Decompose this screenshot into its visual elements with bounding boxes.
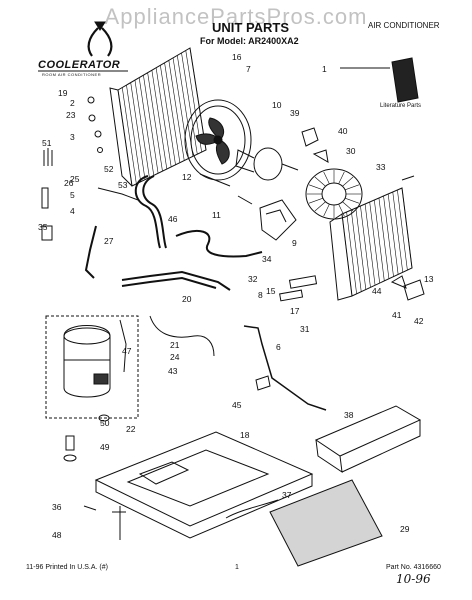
callout-10: 10 xyxy=(272,100,282,110)
product-type: AIR CONDITIONER xyxy=(368,21,440,30)
callout-32: 32 xyxy=(248,274,258,284)
callout-27: 27 xyxy=(104,236,114,246)
callout-21: 21 xyxy=(170,340,180,350)
page-number: 1 xyxy=(235,564,239,571)
callout-50: 50 xyxy=(100,418,110,428)
callout-13: 13 xyxy=(424,274,434,284)
watermark: AppliancePartsPros.com xyxy=(104,4,368,29)
callout-53: 53 xyxy=(118,180,128,190)
callout-43: 43 xyxy=(168,366,178,376)
callout-37: 37 xyxy=(282,490,292,500)
callout-44: 44 xyxy=(372,286,382,296)
callout-31: 31 xyxy=(300,324,310,334)
print-date: 11-96 Printed In U.S.A. (#) xyxy=(26,564,108,571)
callout-30: 30 xyxy=(346,146,356,156)
callout-33: 33 xyxy=(376,162,386,172)
power-cord xyxy=(225,499,279,519)
callout-11: 11 xyxy=(212,210,221,220)
callout-41: 41 xyxy=(392,310,402,320)
callout-1: 1 xyxy=(322,64,327,74)
evaporator-coil xyxy=(329,187,413,301)
part-number: Part No. 4316660 xyxy=(386,564,441,571)
callout-17: 17 xyxy=(290,306,300,316)
callout-25: 25 xyxy=(70,174,80,184)
brand-tagline: ROOM AIR CONDITIONER xyxy=(42,72,102,77)
callout-labels: 1234567891011121315161718192021222324252… xyxy=(38,52,434,540)
callout-39: 39 xyxy=(290,108,300,118)
callout-51: 51 xyxy=(42,138,52,148)
callout-24: 24 xyxy=(170,352,180,362)
callout-47: 47 xyxy=(122,346,132,356)
callout-22: 22 xyxy=(126,424,136,434)
callout-36: 36 xyxy=(52,502,62,512)
blower-wheel xyxy=(305,168,363,220)
air-filter xyxy=(269,479,383,567)
service-tube xyxy=(243,325,327,411)
callout-16: 16 xyxy=(232,52,242,62)
base-pan xyxy=(94,431,314,539)
page-title: UNIT PARTS xyxy=(212,20,290,35)
callout-46: 46 xyxy=(168,214,178,224)
callout-6: 6 xyxy=(276,342,281,352)
callout-34: 34 xyxy=(262,254,272,264)
callout-2: 2 xyxy=(70,98,75,108)
callout-9: 9 xyxy=(292,238,297,248)
callout-15: 15 xyxy=(266,286,276,296)
coolerator-logo xyxy=(38,21,128,72)
callout-49: 49 xyxy=(100,442,110,452)
control-bracket xyxy=(314,405,422,474)
callout-38: 38 xyxy=(344,410,354,420)
callout-5: 5 xyxy=(70,190,75,200)
callout-45: 45 xyxy=(232,400,242,410)
wire-harness xyxy=(119,315,215,373)
callout-35: 35 xyxy=(38,222,48,232)
compressor xyxy=(45,315,139,419)
motor-mount xyxy=(259,199,297,241)
callout-52: 52 xyxy=(104,164,114,174)
callout-18: 18 xyxy=(240,430,250,440)
fan-motor xyxy=(235,147,299,181)
callout-48: 48 xyxy=(52,530,62,540)
literature-parts-label: Literature Parts xyxy=(380,103,422,109)
callout-19: 19 xyxy=(58,88,68,98)
literature-booklet xyxy=(340,57,419,103)
callout-7: 7 xyxy=(246,64,251,74)
small-hardware xyxy=(41,96,425,540)
refrigerant-tubing xyxy=(84,175,263,291)
callout-23: 23 xyxy=(66,110,76,120)
handwritten-date: 10-96 xyxy=(396,572,431,586)
callout-29: 29 xyxy=(400,524,410,534)
callout-3: 3 xyxy=(70,132,75,142)
model-number: For Model: AR2400XA2 xyxy=(200,36,299,46)
callout-42: 42 xyxy=(414,316,424,326)
callout-26: 26 xyxy=(64,178,74,188)
callout-12: 12 xyxy=(182,172,192,182)
callout-20: 20 xyxy=(182,294,192,304)
condenser-fan xyxy=(184,99,252,181)
callout-4: 4 xyxy=(70,206,75,216)
callout-8: 8 xyxy=(258,290,263,300)
callout-40: 40 xyxy=(338,126,348,136)
brand-name: COOLERATOR xyxy=(38,59,121,71)
